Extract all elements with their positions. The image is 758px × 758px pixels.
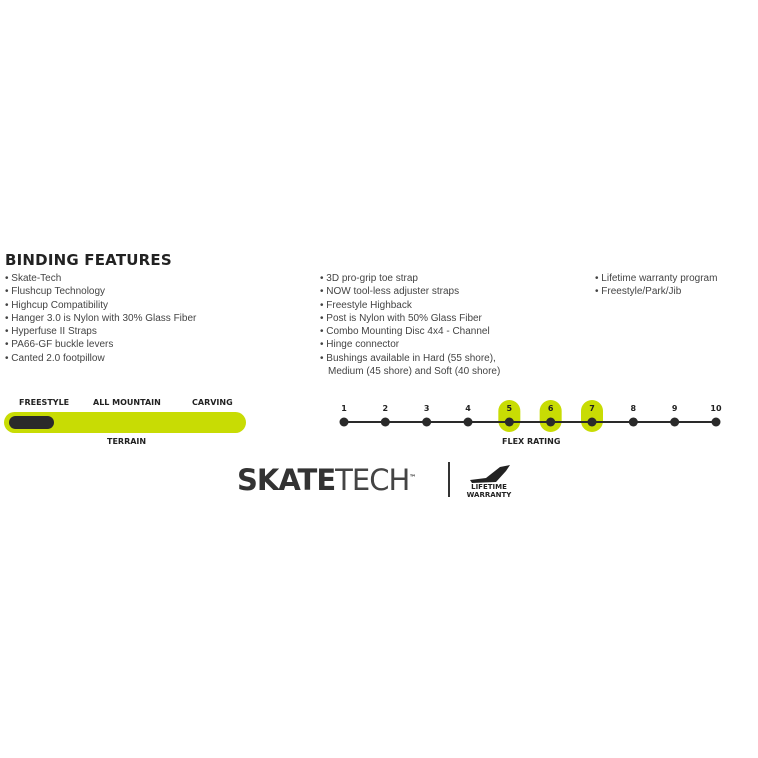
flex-tick-label: 4 [465, 404, 471, 413]
flex-dot [380, 417, 390, 427]
feature-item-continued: Medium (45 shore) and Soft (40 shore) [328, 366, 501, 378]
flex-highlight [581, 400, 603, 432]
feature-item: Skate-Tech [5, 272, 196, 285]
flex-dot [711, 417, 721, 427]
features-column-3: Lifetime warranty program Freestyle/Park… [595, 272, 717, 299]
feature-item: Canted 2.0 footpillow [5, 352, 196, 365]
terrain-bar [4, 412, 246, 433]
feature-item: NOW tool-less adjuster straps [320, 285, 500, 298]
feature-item: Post is Nylon with 50% Glass Fiber [320, 312, 500, 325]
flex-dot [463, 417, 473, 427]
flex-tick-label: 1 [341, 404, 347, 413]
flex-tick-label: 3 [424, 404, 430, 413]
features-column-1: Skate-Tech Flushcup Technology Highcup C… [5, 272, 196, 365]
feature-item: Freestyle/Park/Jib [595, 285, 717, 298]
flex-dot [587, 417, 597, 427]
flex-tick-label: 8 [631, 404, 637, 413]
terrain-indicator [9, 416, 54, 429]
logo-tm: ™ [409, 473, 416, 482]
terrain-caption: TERRAIN [107, 437, 147, 446]
feature-item: Highcup Compatibility [5, 299, 196, 312]
flex-tick-label: 6 [548, 404, 554, 413]
flex-caption: FLEX RATING [502, 437, 561, 446]
feature-item: Bushings available in Hard (55 shore), [320, 352, 500, 365]
terrain-label-all-mountain: ALL MOUNTAIN [93, 398, 161, 407]
flex-tick-label: 5 [507, 404, 513, 413]
terrain-label-carving: CARVING [192, 398, 233, 407]
warranty-text: LIFETIME WARRANTY [466, 483, 512, 499]
feature-item: Hinge connector [320, 338, 500, 351]
flex-tick-label: 10 [710, 404, 722, 413]
flex-dot [422, 417, 432, 427]
flex-highlight [539, 400, 562, 432]
flex-tick-label: 2 [383, 404, 389, 413]
features-column-2: 3D pro-grip toe strap NOW tool-less adju… [320, 272, 500, 378]
skatetech-logo: SKATETECH™ [237, 463, 416, 497]
feature-item: Hyperfuse II Straps [5, 325, 196, 338]
logo-divider [448, 462, 450, 497]
feature-item: 3D pro-grip toe strap [320, 272, 500, 285]
feature-item: Flushcup Technology [5, 285, 196, 298]
flex-dot [628, 417, 638, 427]
flex-dot [504, 417, 514, 427]
lifetime-warranty-logo [470, 465, 510, 483]
feature-item: Combo Mounting Disc 4x4 - Channel [320, 325, 500, 338]
feature-item: Freestyle Highback [320, 299, 500, 312]
warranty-icon [470, 465, 510, 483]
flex-dot [670, 417, 680, 427]
flex-dot [339, 417, 349, 427]
logo-skate: SKATE [237, 463, 336, 497]
flex-tick-label: 9 [672, 404, 678, 413]
flex-tick-label: 7 [589, 404, 595, 413]
flex-highlight [498, 400, 521, 432]
feature-item: Lifetime warranty program [595, 272, 717, 285]
feature-item: PA66-GF buckle levers [5, 338, 196, 351]
logo-tech: TECH [335, 463, 410, 497]
section-title: BINDING FEATURES [5, 251, 172, 269]
terrain-label-freestyle: FREESTYLE [19, 398, 70, 407]
feature-item: Hanger 3.0 is Nylon with 30% Glass Fiber [5, 312, 196, 325]
flex-dot [546, 417, 556, 427]
